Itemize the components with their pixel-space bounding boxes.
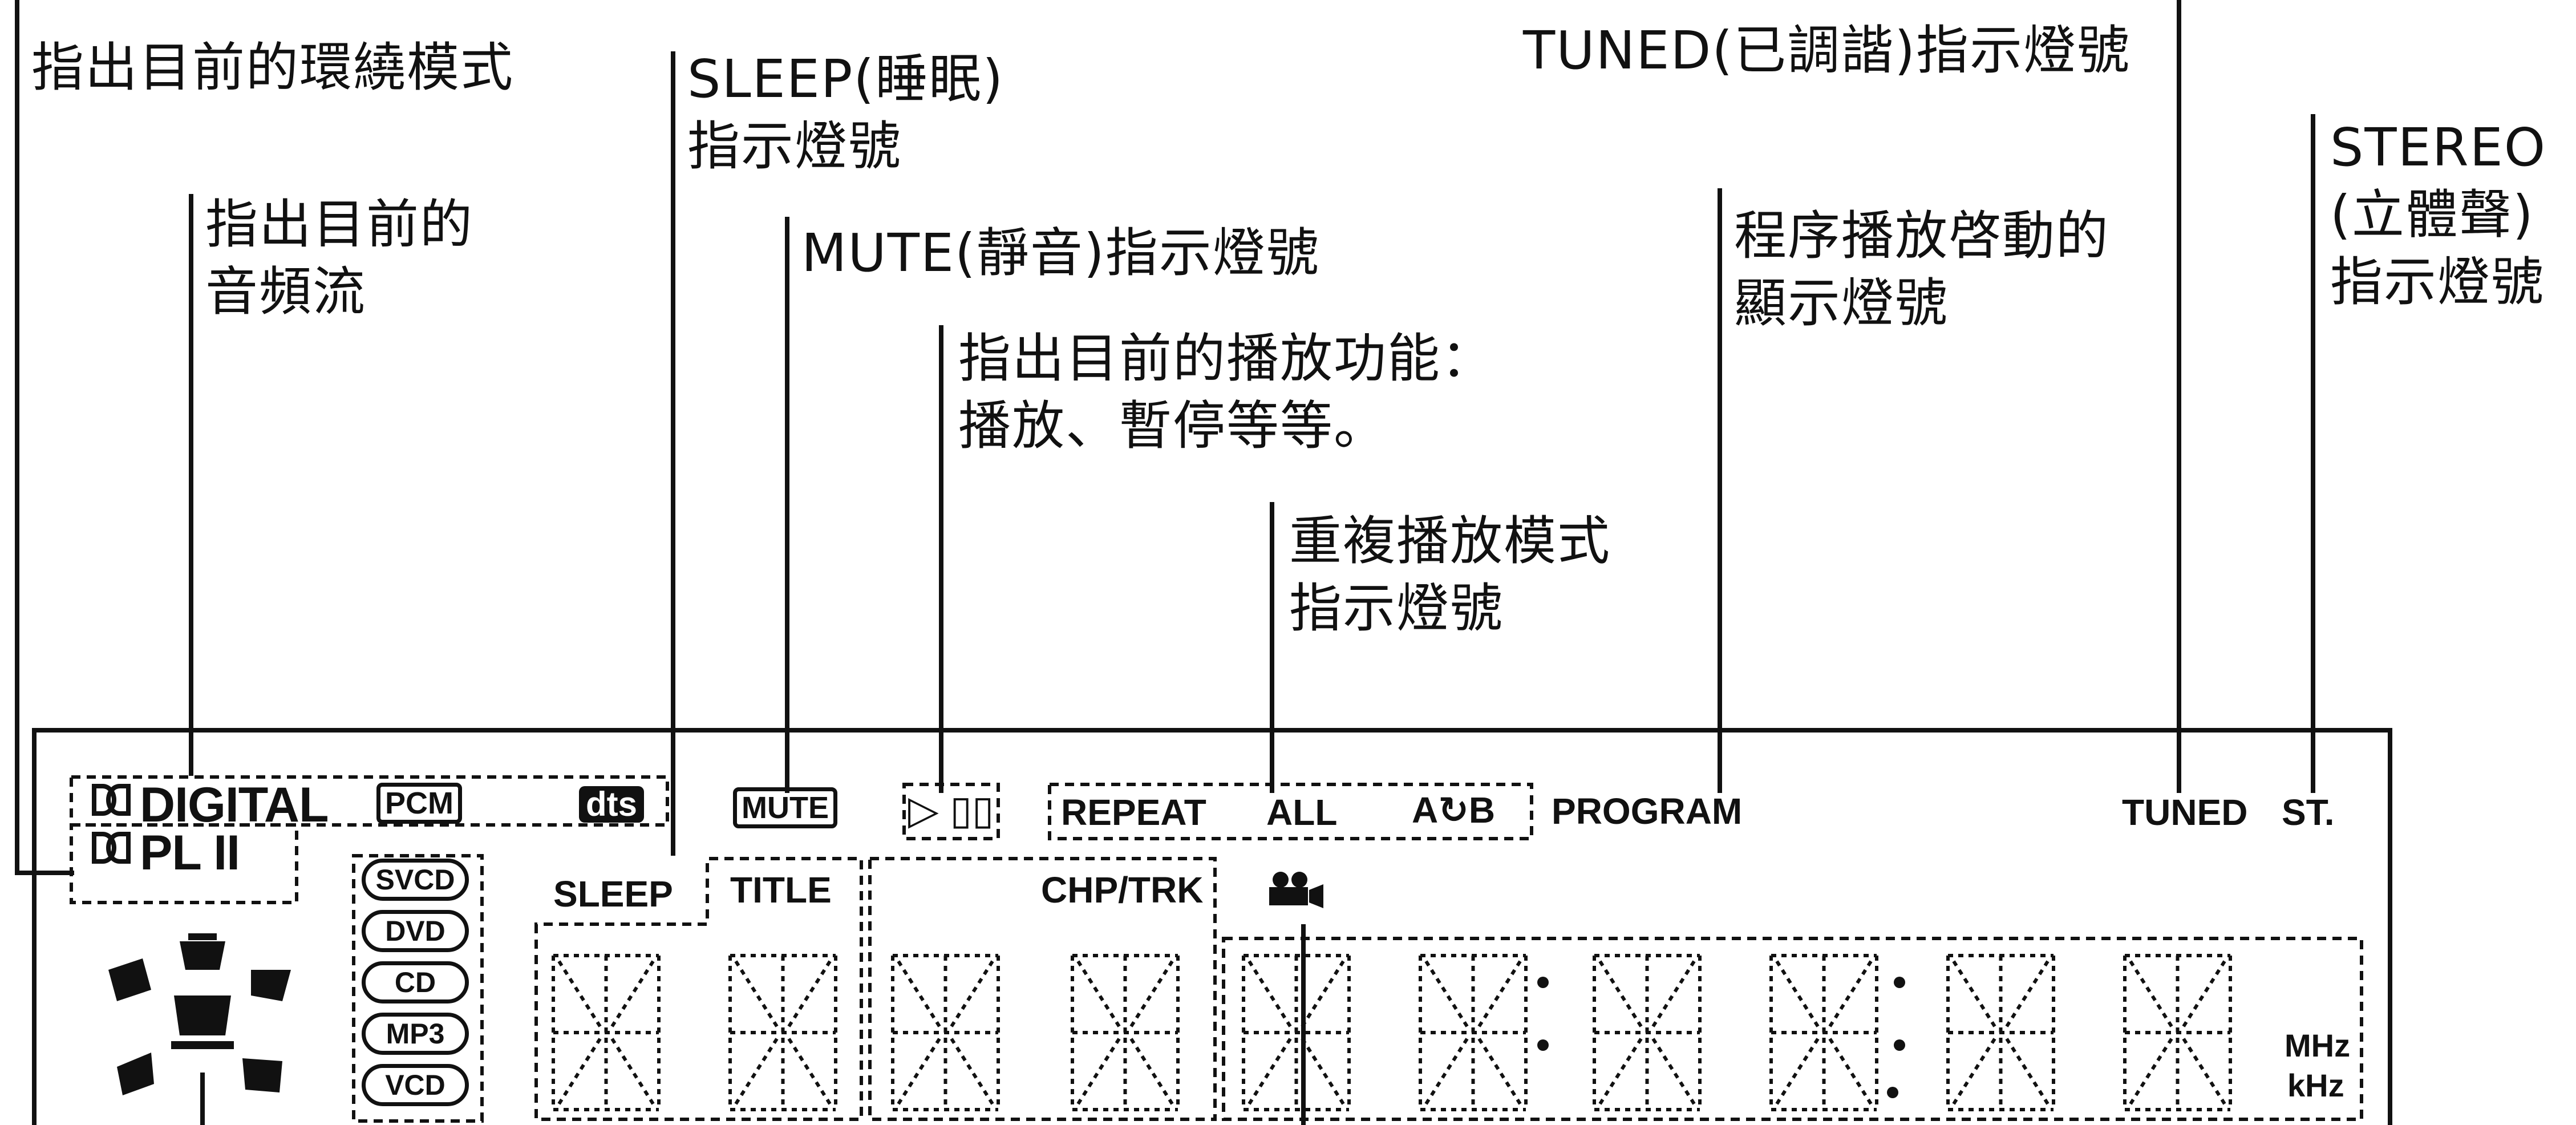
annotation-repeat-line-1: 重複播放模式 [1289,511,1611,572]
annotation-stereo: STEREO (立體聲) 指示燈號 [2330,114,2546,316]
annotation-program: 程序播放啓動的 顯示燈號 [1734,203,2109,337]
annotation-sleep-line-1: SLEEP(睡眠) [687,48,1005,110]
speaker-layout-icon [108,933,291,1095]
segment-digit [2123,954,2232,1111]
disc-dvd-indicator: DVD [362,910,469,952]
khz-unit: kHz [2287,1067,2344,1103]
program-indicator: PROGRAM [1552,791,1743,832]
annotation-stereo-line-2: (立體聲) [2330,184,2534,245]
pl2-group [70,823,298,904]
annotation-mute: MUTE(靜音)指示燈號 [801,222,1320,284]
annotation-repeat: 重複播放模式 指示燈號 [1289,508,1611,642]
pl2-indicator: PL II [140,825,240,880]
chapter-track-indicator: CHP/TRK [1041,869,1204,910]
disc-type-group [352,854,484,1123]
segment-digit [1593,954,1702,1111]
repeat-indicator: REPEAT [1061,792,1206,833]
dolby-icon-1 [92,784,131,816]
annotation-sleep: SLEEP(睡眠) 指示燈號 [687,46,1004,180]
pcm-indicator: PCM [376,783,462,824]
annotation-stereo-line-1: STEREO [2330,117,2547,178]
mute-indicator: MUTE [733,787,837,828]
segment-digit [1946,954,2055,1111]
disc-svcd-indicator: SVCD [362,859,469,901]
annotation-audio-stream-line-2: 音頻流 [205,261,367,322]
segment-digit [728,954,837,1111]
annotation-audio-stream: 指出目前的 音頻流 [205,191,473,326]
segment-digit [1242,954,1351,1111]
annotation-audio-stream-line-1: 指出目前的 [205,194,474,255]
annotation-playback-line-2: 播放、暫停等等。 [958,395,1388,456]
stereo-indicator: ST. [2282,792,2335,833]
sleep-indicator: SLEEP [553,873,673,914]
segment-digit [1071,954,1180,1111]
repeat-ab-indicator: A↻B [1412,790,1496,831]
colon-dots [1537,977,1905,1098]
tuned-indicator: TUNED [2122,792,2248,833]
repeat-group [1048,783,1533,840]
disc-mp3-indicator: MP3 [362,1013,469,1055]
dts-indicator: dts [579,786,644,823]
angle-camera-icon [1269,872,1323,908]
repeat-all-indicator: ALL [1266,792,1338,833]
frequency-group [1222,937,2363,1121]
segment-digit [891,954,1000,1111]
segment-digit [552,954,661,1111]
mhz-unit: MHz [2285,1027,2351,1063]
segment-digit [1769,954,1878,1111]
segment-digit [1419,954,1528,1111]
annotation-stereo-line-3: 指示燈號 [2330,252,2545,313]
chapter-group [868,857,1217,1121]
annotation-program-line-1: 程序播放啓動的 [1734,205,2110,266]
annotation-program-line-2: 顯示燈號 [1734,273,1949,334]
audio-format-group [70,775,669,827]
annotation-surround-mode: 指出目前的環繞模式 [31,37,515,98]
dolby-icon-2 [92,832,131,864]
play-pause-group [902,783,1000,840]
digital-indicator: DIGITAL [140,778,329,832]
leader-surround [15,0,74,875]
disc-cd-indicator: CD [362,961,469,1003]
display-frame [32,728,2392,1125]
annotation-playback-line-1: 指出目前的播放功能： [958,328,1495,389]
segment-digits [552,954,2232,1111]
annotation-playback: 指出目前的播放功能： 播放、暫停等等。 [958,325,1494,460]
annotation-tuned: TUNED(已調諧)指示燈號 [1523,20,2131,81]
annotation-repeat-line-2: 指示燈號 [1289,578,1504,639]
annotation-sleep-line-2: 指示燈號 [687,116,902,177]
play-pause-indicator: ▷ ▯▯ [908,788,994,832]
disc-vcd-indicator: VCD [362,1064,469,1106]
title-indicator: TITLE [730,869,832,910]
